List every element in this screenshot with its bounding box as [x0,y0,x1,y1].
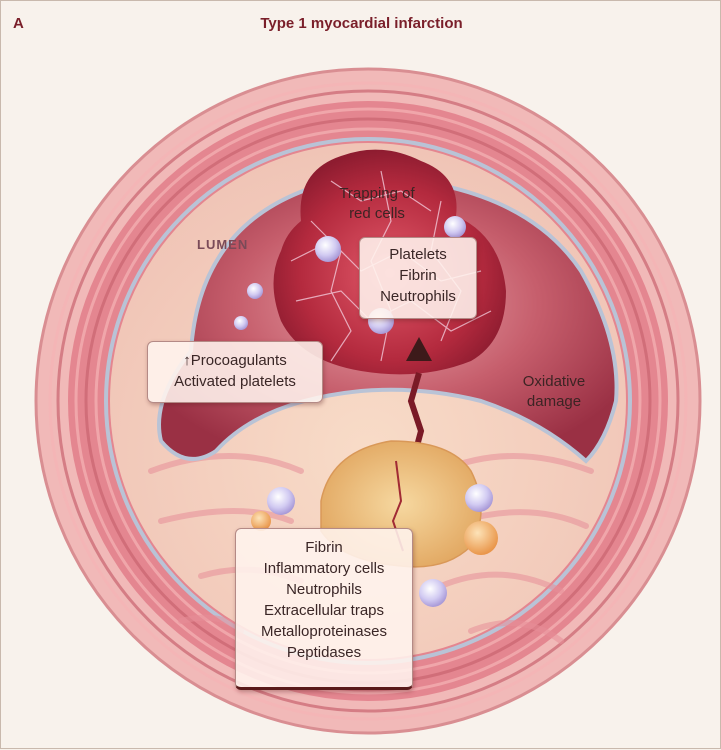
plaque-components-box: Fibrin Inflammatory cells Neutrophils Ex… [235,528,413,690]
oxidative-line-2: damage [509,392,599,412]
thrombus-item-3: Neutrophils [360,286,476,307]
plaque-item-1: Fibrin [236,537,412,558]
plaque-item-6: Peptidases [236,642,412,663]
thrombus-item-2: Fibrin [360,265,476,286]
plaque-item-3: Neutrophils [236,579,412,600]
trapping-red-cells-label: Trapping of red cells [329,184,425,224]
plaque-item-5: Metalloproteinases [236,621,412,642]
lumen-label: LUMEN [197,237,248,252]
oxidative-damage-label: Oxidative damage [509,372,599,412]
thrombus-components-box: Platelets Fibrin Neutrophils [359,237,477,319]
trapping-line-2: red cells [329,204,425,224]
procoagulant-item-2: Activated platelets [148,371,322,392]
plaque-item-4: Extracellular traps [236,600,412,621]
oxidative-line-1: Oxidative [509,372,599,392]
procoagulant-box: ↑Procoagulants Activated platelets [147,341,323,403]
plaque-item-2: Inflammatory cells [236,558,412,579]
thrombus-item-1: Platelets [360,244,476,265]
trapping-line-1: Trapping of [329,184,425,204]
procoagulant-item-1: ↑Procoagulants [148,350,322,371]
